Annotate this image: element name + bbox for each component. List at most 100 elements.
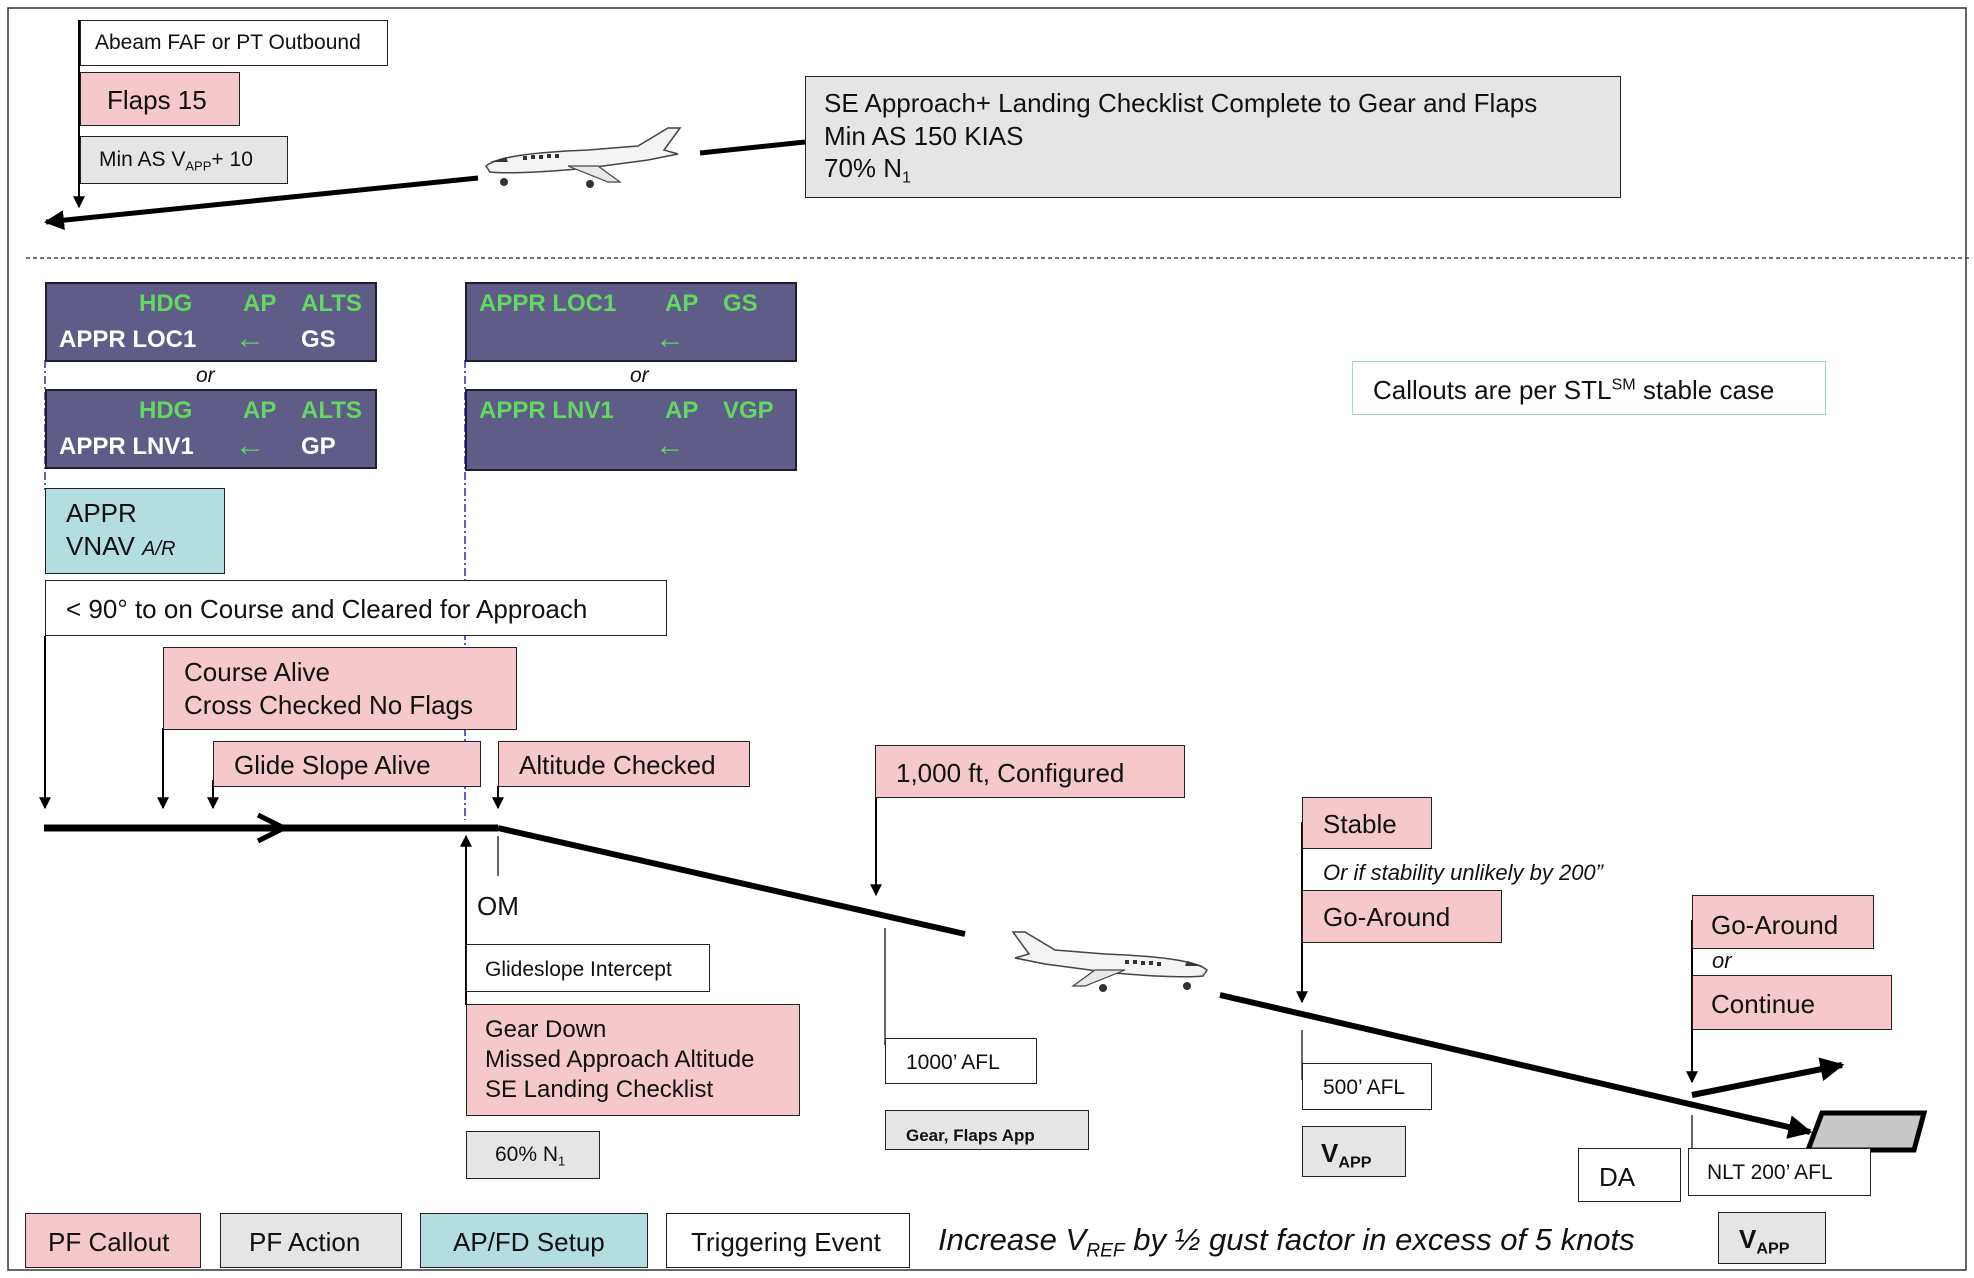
min-as-subscript: APP — [185, 158, 212, 174]
arrow-icon: ← — [655, 429, 685, 462]
outer-marker-label: OM — [477, 891, 519, 921]
checklist-line-2: Min AS 150 KIAS — [824, 120, 1024, 151]
fma-ap: AP — [665, 397, 699, 424]
direction-chevron — [256, 812, 290, 844]
legend-pf-action: PF Action — [220, 1213, 402, 1268]
fma-appr-loc1: APPR LOC1 — [479, 290, 617, 317]
fma-ap: AP — [243, 290, 277, 317]
vapp-text: V — [1739, 1224, 1757, 1254]
appr-vnav-setup: APPR VNAV A/R — [45, 488, 225, 574]
course-alive-line-1: Course Alive — [184, 657, 330, 687]
fma-hdg: HDG — [139, 397, 193, 424]
n1-70-text: 70% N — [824, 153, 903, 183]
vnav-ar-text: A/R — [142, 537, 176, 560]
legend-triggering-event: Triggering Event — [666, 1213, 910, 1268]
vapp-action: VAPP — [1302, 1126, 1406, 1177]
arrow-icon: ← — [235, 322, 265, 355]
gear-down-line-2: Missed Approach Altitude — [485, 1046, 755, 1073]
gust-note-text: Increase V — [938, 1222, 1087, 1257]
n1-60-text: 60% N — [495, 1143, 559, 1166]
aircraft-icon — [485, 127, 682, 188]
da-trigger: DA — [1578, 1148, 1681, 1202]
fma-appr-loc: APPR LOC1 AP GS ← — [465, 282, 797, 362]
checklist-line-3: 70% N1 — [824, 152, 1602, 188]
thousand-ft-configured-callout: 1,000 ft, Configured — [875, 745, 1185, 798]
se-approach-checklist-action: SE Approach+ Landing Checklist Complete … — [805, 76, 1621, 198]
vapp-subscript: APP — [1756, 1239, 1790, 1258]
missed-approach-arrow — [1691, 1057, 1845, 1098]
fma-ap: AP — [665, 290, 699, 317]
n1-70-subscript: 1 — [902, 168, 912, 187]
outbound-path-segment — [699, 139, 806, 156]
fma-gs: GS — [723, 290, 758, 317]
gear-down-line-3: SE Landing Checklist — [485, 1076, 714, 1103]
gust-note-suffix: by ½ gust factor in excess of 5 knots — [1124, 1222, 1635, 1257]
altitude-checked-callout: Altitude Checked — [498, 741, 750, 787]
final-approach-path-2 — [1219, 992, 1813, 1139]
or-label: or — [196, 364, 215, 387]
min-as-text: Min AS V — [99, 148, 186, 171]
callouts-note-suffix: stable case — [1635, 375, 1775, 405]
min-as-suffix: + 10 — [211, 148, 253, 171]
thousand-afl-trigger: 1000’ AFL — [885, 1038, 1037, 1084]
vapp-subscript: APP — [1338, 1153, 1372, 1172]
course-alive-line-2: Cross Checked No Flags — [184, 689, 473, 720]
legend-vapp: VAPP — [1718, 1212, 1826, 1264]
diagram-border — [7, 7, 1967, 1271]
vapp-text: V — [1321, 1138, 1339, 1168]
fma-gp: GP — [301, 433, 336, 460]
fma-alts: ALTS — [301, 397, 362, 424]
fma-ap: AP — [243, 397, 277, 424]
fma-hdg-lnv: HDG AP ALTS APPR LNV1 ← GP — [45, 389, 377, 469]
glide-slope-alive-callout: Glide Slope Alive — [213, 741, 481, 787]
gust-note-subscript: REF — [1086, 1240, 1125, 1262]
gear-down-line-1: Gear Down — [485, 1016, 607, 1043]
callouts-note-text: Callouts are per STL — [1373, 375, 1612, 405]
go-around-callout: Go-Around — [1302, 890, 1502, 943]
flaps-15-callout: Flaps 15 — [80, 72, 240, 126]
abeam-faf-trigger: Abeam FAF or PT Outbound — [80, 20, 388, 66]
arrow-icon: ← — [655, 322, 685, 355]
stable-callout: Stable — [1302, 797, 1432, 849]
fma-vgp: VGP — [723, 397, 774, 424]
fma-appr-lnv: APPR LNV1 AP VGP ← — [465, 389, 797, 471]
glideslope-intercept-trigger: Glideslope Intercept — [466, 944, 710, 992]
arrow-icon: ← — [235, 429, 265, 462]
gear-flaps-app-action: Gear, Flaps App — [885, 1110, 1089, 1150]
legend-pf-callout: PF Callout — [25, 1213, 201, 1268]
course-alive-callout: Course Alive Cross Checked No Flags — [163, 647, 517, 730]
fma-alts: ALTS — [301, 290, 362, 317]
callouts-note: Callouts are per STLSM stable case — [1352, 361, 1826, 415]
course-cleared-trigger: < 90° to on Course and Cleared for Appro… — [45, 580, 667, 636]
or-label: or — [630, 364, 649, 387]
fma-gs: GS — [301, 326, 336, 353]
vnav-text: VNAV — [66, 530, 135, 561]
outbound-path-arrow — [44, 175, 479, 231]
legend-apfd-setup: AP/FD Setup — [420, 1213, 648, 1268]
n1-60-subscript: 1 — [558, 1153, 566, 1169]
stability-note: Or if stability unlikely by 200” — [1323, 860, 1603, 885]
fma-appr-lnv1: APPR LNV1 — [59, 433, 194, 460]
checklist-line-1: SE Approach+ Landing Checklist Complete … — [824, 88, 1538, 118]
nlt-200-afl-trigger: NLT 200’ AFL — [1688, 1148, 1871, 1196]
final-approach-path-1 — [497, 825, 966, 937]
fma-hdg-loc: HDG AP ALTS APPR LOC1 ← GS — [45, 282, 377, 362]
gust-factor-note: Increase VREF by ½ gust factor in excess… — [938, 1222, 1635, 1263]
continue-callout: Continue — [1692, 975, 1892, 1030]
callouts-note-superscript: SM — [1611, 375, 1636, 394]
five-hundred-afl-trigger: 500’ AFL — [1302, 1063, 1432, 1110]
gear-down-callout: Gear Down Missed Approach Altitude SE La… — [466, 1004, 800, 1116]
min-as-action: Min AS VAPP+ 10 — [80, 136, 288, 184]
appr-line: APPR — [66, 498, 137, 528]
n1-60-action: 60% N1 — [466, 1131, 600, 1179]
or-label: or — [1712, 948, 1732, 973]
vnav-line: VNAV A/R — [66, 530, 204, 563]
aircraft-icon — [1011, 931, 1208, 992]
fma-appr-loc1: APPR LOC1 — [59, 326, 197, 353]
go-around-decision-callout: Go-Around — [1692, 895, 1874, 949]
fma-appr-lnv1: APPR LNV1 — [479, 397, 614, 424]
fma-hdg: HDG — [139, 290, 193, 317]
